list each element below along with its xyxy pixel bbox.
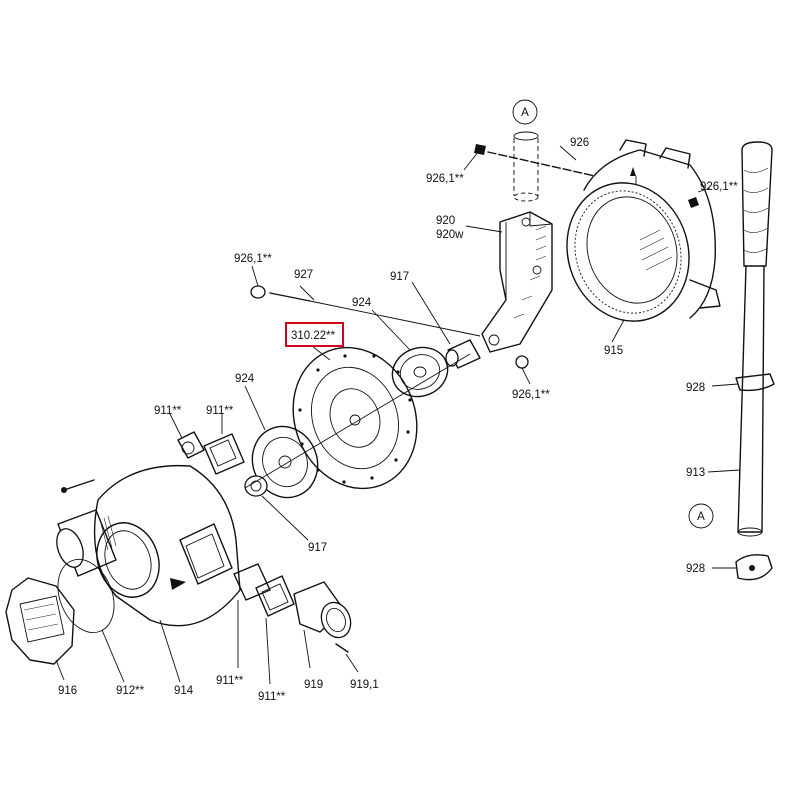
label-914: 914 (174, 685, 194, 697)
label-926-1-left: 926,1** (234, 253, 272, 265)
label-926: 926 (570, 137, 589, 149)
label-911-upper-right: 911** (206, 405, 234, 417)
label-926-1-top: 926,1** (426, 173, 464, 185)
label-911-lower-right: 911** (258, 691, 286, 703)
handle-913 (707, 141, 773, 537)
valve-911-lower (233, 563, 295, 685)
cover-916 (5, 577, 75, 681)
diaphragm-plate-924-lower (244, 385, 319, 499)
coupling-917-lower (244, 475, 309, 541)
coupling-917-upper (411, 281, 481, 369)
port-919 (293, 581, 359, 673)
highlight-box (285, 322, 344, 347)
label-924-lower: 924 (235, 373, 255, 385)
label-926-1-lever: 926,1** (512, 389, 550, 401)
svg-text:A: A (521, 107, 529, 119)
reference-a-bottom: A (688, 503, 714, 529)
label-924-upper: 924 (352, 297, 372, 309)
label-310-22: 310.22** (291, 330, 336, 342)
diaphragm-310-22 (292, 345, 418, 490)
label-919-1: 919,1 (350, 679, 379, 691)
label-919: 919 (304, 679, 323, 691)
label-912: 912** (116, 685, 145, 697)
label-915: 915 (604, 345, 623, 357)
label-920w: 920w (436, 229, 464, 241)
label-911-upper-left: 911** (154, 405, 182, 417)
fitting-926-1-lever (515, 355, 531, 385)
reference-a-top: A (512, 99, 538, 125)
label-917-upper: 917 (390, 271, 409, 283)
label-928-lower: 928 (686, 563, 705, 575)
sleeve-part (513, 131, 539, 202)
label-927: 927 (294, 269, 313, 281)
label-928-upper: 928 (686, 382, 705, 394)
diaphragm-plate-924-upper (371, 309, 449, 398)
label-926-1-right: 926,1** (700, 181, 738, 193)
label-917-lower: 917 (308, 542, 327, 554)
label-916: 916 (58, 685, 77, 697)
pump-body-914 (56, 464, 241, 683)
label-913: 913 (686, 467, 705, 479)
label-911-lower-left: 911** (216, 675, 244, 687)
valve-911-upper (169, 413, 245, 475)
housing-915 (566, 139, 721, 322)
gasket-912 (57, 558, 125, 683)
svg-text:A: A (697, 511, 705, 523)
label-920: 920 (436, 215, 455, 227)
fitting-926-1-right (688, 187, 711, 208)
clamp-928-lower (712, 554, 773, 581)
shaft-926 (474, 144, 596, 177)
axis-line (244, 353, 471, 489)
clamp-928-upper (711, 373, 775, 392)
lever-920 (481, 211, 553, 353)
